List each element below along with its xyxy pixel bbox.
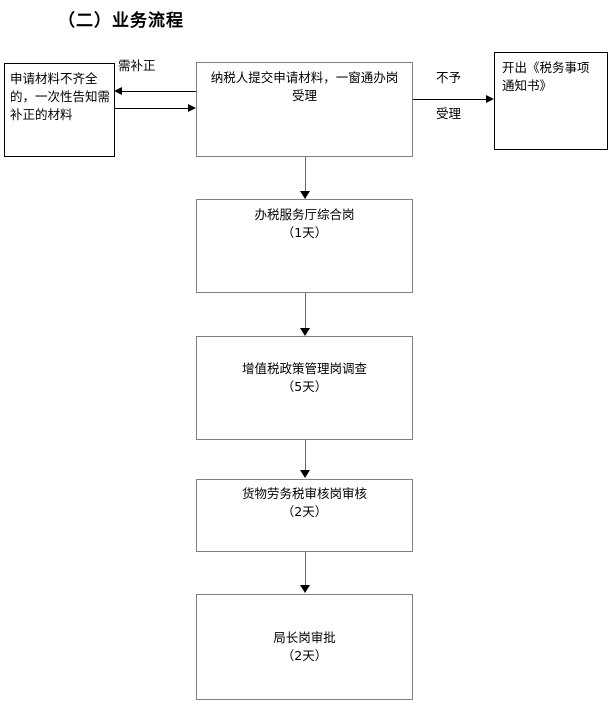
node-supplement-note[interactable]: 申请材料不齐全的，一次性告知需补正的材料 — [4, 63, 115, 157]
page-title: （二）业务流程 — [58, 11, 184, 31]
node-service-hall-duration: （1天） — [281, 225, 328, 241]
node-director-approval-label: 局长岗审批 — [273, 629, 336, 645]
edge-vat-to-goods-line — [305, 440, 306, 471]
edge-supplement-to-intake-arrowhead — [188, 104, 196, 112]
edge-intake-to-reject-line — [413, 99, 486, 100]
node-service-hall-label: 办税服务厅综合岗 — [254, 207, 355, 222]
edge-service-hall-to-vat-line — [305, 293, 306, 329]
node-service-hall[interactable]: 办税服务厅综合岗 （1天） — [196, 199, 413, 293]
node-goods-service-tax-duration: （2天） — [281, 504, 328, 520]
edge-intake-to-service-hall-arrowhead — [300, 191, 310, 199]
node-supplement-note-label: 申请材料不齐全的，一次性告知需补正的材料 — [10, 71, 111, 123]
node-vat-policy-label: 增值税政策管理岗调查 — [241, 361, 367, 376]
node-reject-notice[interactable]: 开出《税务事项通知书》 — [494, 52, 608, 150]
node-director-approval[interactable]: 局长岗审批 （2天） — [196, 594, 413, 700]
edge-intake-to-supplement-arrowhead — [114, 87, 122, 95]
node-intake-label: 纳税人提交申请材料，一窗通办岗受理 — [210, 70, 399, 104]
edge-supplement-to-intake-line — [115, 108, 188, 109]
node-intake[interactable]: 纳税人提交申请材料，一窗通办岗受理 — [196, 62, 413, 157]
edge-intake-to-supplement-line — [122, 91, 196, 92]
node-director-approval-duration: （2天） — [281, 648, 328, 663]
edge-intake-to-service-hall-line — [305, 157, 306, 193]
node-reject-notice-label: 开出《税务事项通知书》 — [502, 60, 590, 94]
edge-goods-to-director-arrowhead — [300, 585, 310, 593]
node-goods-service-tax-label: 货物劳务税审核岗审核 — [241, 486, 367, 501]
edge-service-hall-to-vat-arrowhead — [300, 328, 310, 336]
node-vat-policy[interactable]: 增值税政策管理岗调查 （5天） — [196, 336, 413, 440]
edge-label-not-accepted-bottom: 受理 — [436, 106, 462, 121]
edge-goods-to-director-line — [305, 552, 306, 586]
edge-vat-to-goods-arrowhead — [300, 470, 310, 478]
node-vat-policy-duration: （5天） — [281, 379, 328, 395]
edge-label-need-supplement: 需补正 — [118, 58, 156, 73]
node-goods-service-tax[interactable]: 货物劳务税审核岗审核 （2天） — [196, 479, 413, 552]
edge-intake-to-reject-arrowhead — [486, 95, 494, 103]
edge-label-not-accepted-top: 不予 — [436, 70, 462, 85]
